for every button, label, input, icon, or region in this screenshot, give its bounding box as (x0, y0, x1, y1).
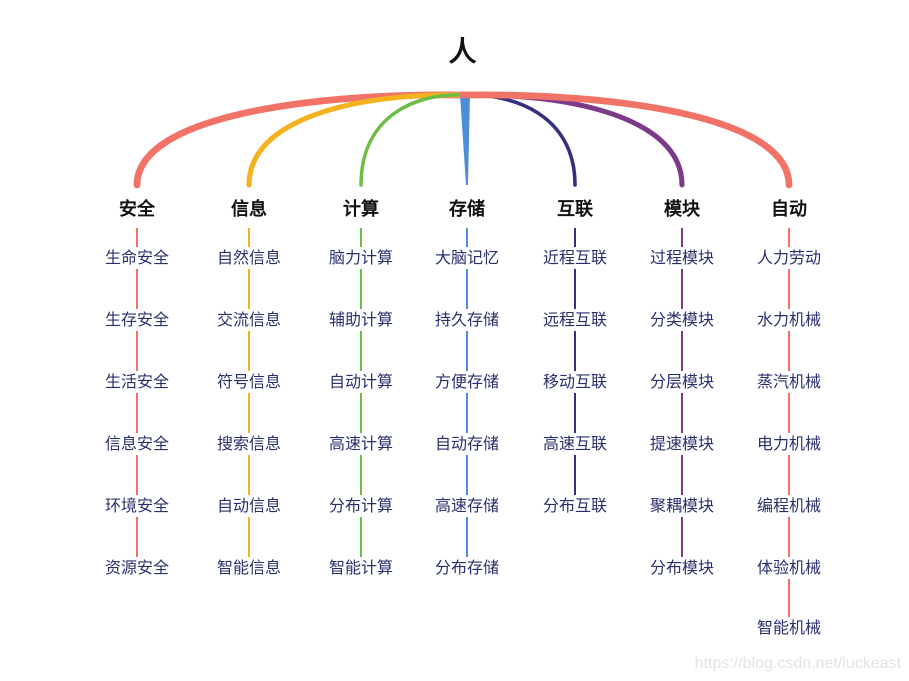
item-node: 体验机械 (729, 557, 849, 579)
item-node: 编程机械 (729, 495, 849, 517)
item-node: 辅助计算 (301, 309, 421, 331)
branch-7 (459, 91, 793, 189)
item-node: 电力机械 (729, 433, 849, 455)
item-node: 聚耦模块 (622, 495, 742, 517)
item-node: 自动存储 (407, 433, 527, 455)
branch-4 (460, 95, 470, 185)
item-node: 高速计算 (301, 433, 421, 455)
item-node: 智能信息 (189, 557, 309, 579)
item-node: 自动信息 (189, 495, 309, 517)
category-node: 计算 (343, 199, 379, 220)
item-node: 生命安全 (77, 247, 197, 269)
item-node: 生活安全 (77, 371, 197, 393)
branch-curves (133, 91, 793, 189)
item-node: 交流信息 (189, 309, 309, 331)
item-node: 移动互联 (515, 371, 635, 393)
category-node: 互联 (557, 199, 593, 220)
item-node: 远程互联 (515, 309, 635, 331)
item-node: 符号信息 (189, 371, 309, 393)
item-node: 生存安全 (77, 309, 197, 331)
branch-2 (246, 92, 466, 188)
item-node: 分布计算 (301, 495, 421, 517)
item-node: 过程模块 (622, 247, 742, 269)
item-node: 脑力计算 (301, 247, 421, 269)
item-node: 方便存储 (407, 371, 527, 393)
item-node: 分类模块 (622, 309, 742, 331)
item-node: 水力机械 (729, 309, 849, 331)
item-node: 蒸汽机械 (729, 371, 849, 393)
item-node: 资源安全 (77, 557, 197, 579)
item-node: 高速互联 (515, 433, 635, 455)
item-node: 分布模块 (622, 557, 742, 579)
branch-1 (133, 91, 467, 189)
watermark-text: https://blog.csdn.net/luckeast (694, 655, 901, 672)
item-node: 环境安全 (77, 495, 197, 517)
item-node: 大脑记忆 (407, 247, 527, 269)
branch-5 (461, 93, 577, 187)
item-node: 持久存储 (407, 309, 527, 331)
item-node: 近程互联 (515, 247, 635, 269)
item-node: 智能机械 (729, 617, 849, 639)
category-node: 自动 (771, 199, 807, 220)
item-node: 自然信息 (189, 247, 309, 269)
item-node: 智能计算 (301, 557, 421, 579)
root-node: 人 (448, 35, 477, 68)
item-node: 高速存储 (407, 495, 527, 517)
item-node: 搜索信息 (189, 433, 309, 455)
category-node: 模块 (664, 199, 700, 220)
category-node: 存储 (449, 199, 485, 220)
item-node: 分布存储 (407, 557, 527, 579)
category-node: 信息 (231, 199, 267, 220)
item-node: 自动计算 (301, 371, 421, 393)
item-node: 分布互联 (515, 495, 635, 517)
item-node: 信息安全 (77, 433, 197, 455)
item-node: 提速模块 (622, 433, 742, 455)
item-node: 分层模块 (622, 371, 742, 393)
branch-3 (359, 93, 465, 187)
category-node: 安全 (119, 199, 155, 220)
item-node: 人力劳动 (729, 247, 849, 269)
